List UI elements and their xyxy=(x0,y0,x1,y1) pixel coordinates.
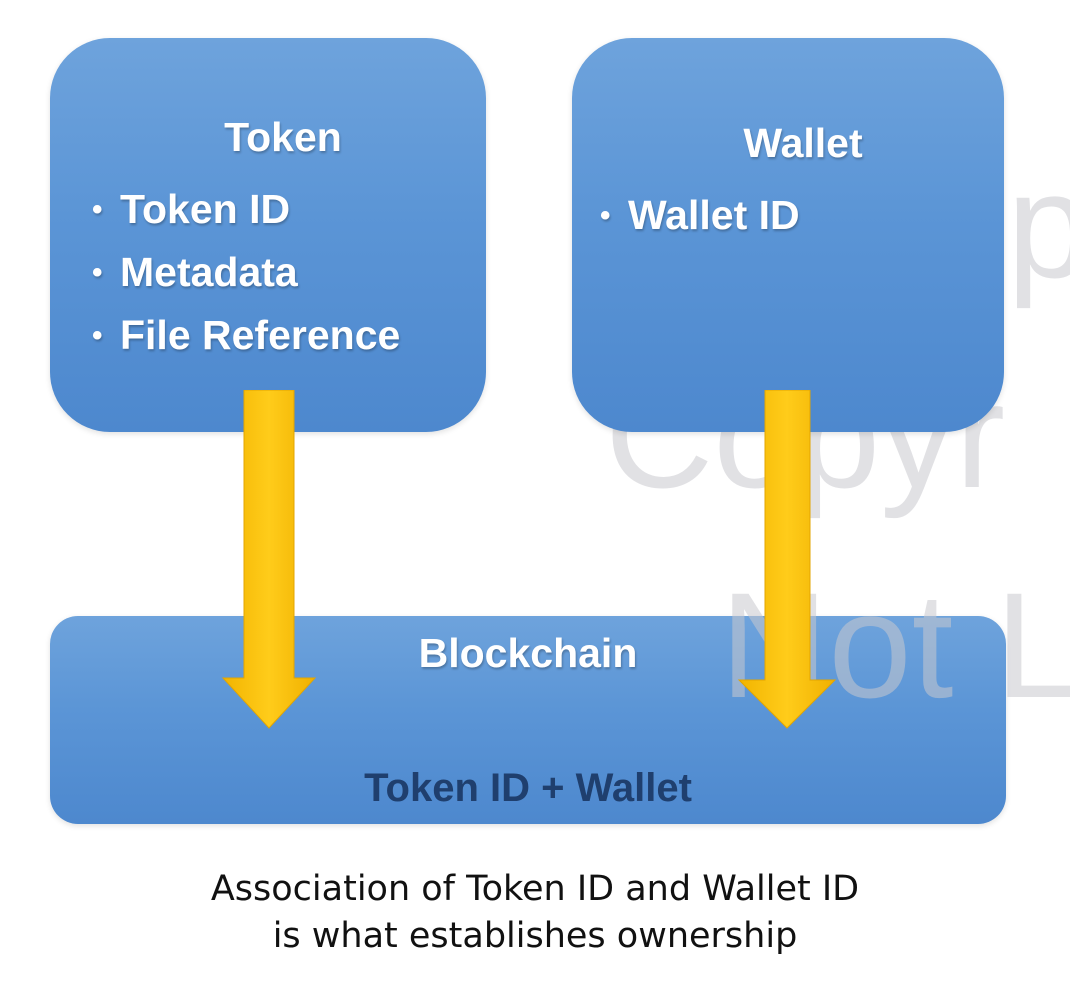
blockchain-box-title: Blockchain xyxy=(418,630,638,676)
token-box: Token • Token ID • Metadata • File Referenc… xyxy=(50,38,486,432)
bullet-icon: • xyxy=(92,319,103,352)
token-to-blockchain-arrow-icon xyxy=(221,390,317,729)
wallet-to-blockchain-arrow-icon xyxy=(737,390,837,729)
token-attribute-item: • Token ID xyxy=(92,178,400,241)
wallet-box-title: Wallet xyxy=(743,120,863,166)
wallet-box: Wallet • Wallet ID xyxy=(572,38,1004,432)
bullet-icon: • xyxy=(600,199,611,232)
bullet-icon: • xyxy=(92,256,103,289)
diagram-caption: Association of Token ID and Wallet ID is… xyxy=(0,866,1070,960)
caption-line-1: Association of Token ID and Wallet ID xyxy=(210,869,860,909)
token-attribute-list: • Token ID • Metadata • File Reference xyxy=(92,178,400,367)
token-attribute-label: File Reference xyxy=(120,312,401,358)
wallet-attribute-label: Wallet ID xyxy=(628,192,800,238)
token-attribute-item: • File Reference xyxy=(92,304,400,367)
token-box-title: Token xyxy=(224,114,342,160)
token-attribute-label: Metadata xyxy=(120,249,298,295)
wallet-attribute-list: • Wallet ID xyxy=(600,184,800,247)
token-attribute-item: • Metadata xyxy=(92,241,400,304)
blockchain-box: Blockchain Token ID + Wallet xyxy=(50,616,1006,824)
caption-line-2: is what establishes ownership xyxy=(272,916,798,956)
token-attribute-label: Token ID xyxy=(120,186,291,232)
bullet-icon: • xyxy=(92,193,103,226)
token-wallet-association-label: Token ID + Wallet xyxy=(364,766,692,810)
wallet-attribute-item: • Wallet ID xyxy=(600,184,800,247)
